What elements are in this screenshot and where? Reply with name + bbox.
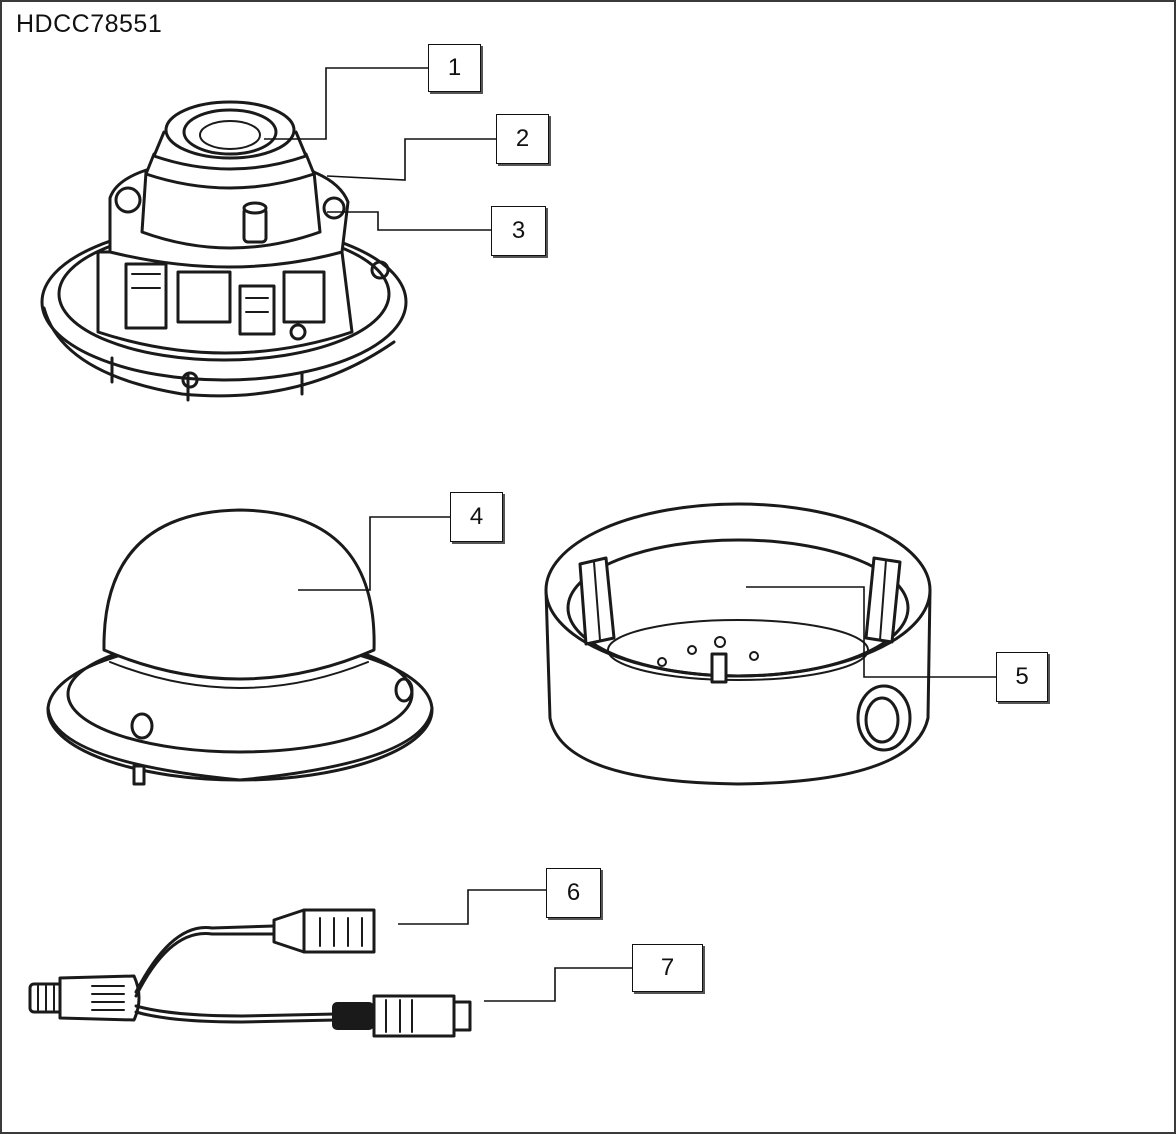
leader-line-1	[264, 67, 428, 140]
leader-line-4	[298, 516, 450, 591]
callout-5: 5	[996, 652, 1048, 702]
callout-1: 1	[428, 44, 481, 92]
camera-module-illustration	[40, 100, 408, 402]
leader-line-6	[398, 889, 547, 925]
dome-cover-illustration	[46, 508, 434, 786]
leader-line-2	[326, 138, 497, 181]
callout-3: 3	[491, 206, 546, 256]
model-number: HDCC78551	[16, 10, 163, 38]
leader-line-7	[484, 967, 632, 1002]
callout-2: 2	[496, 114, 549, 164]
callout-6: 6	[546, 868, 601, 918]
callout-4: 4	[450, 492, 503, 542]
leader-line-5	[746, 586, 996, 678]
callout-7: 7	[632, 944, 703, 992]
cable-illustration	[28, 908, 472, 1038]
junction-box-illustration	[544, 502, 932, 786]
leader-line-3	[327, 211, 492, 231]
